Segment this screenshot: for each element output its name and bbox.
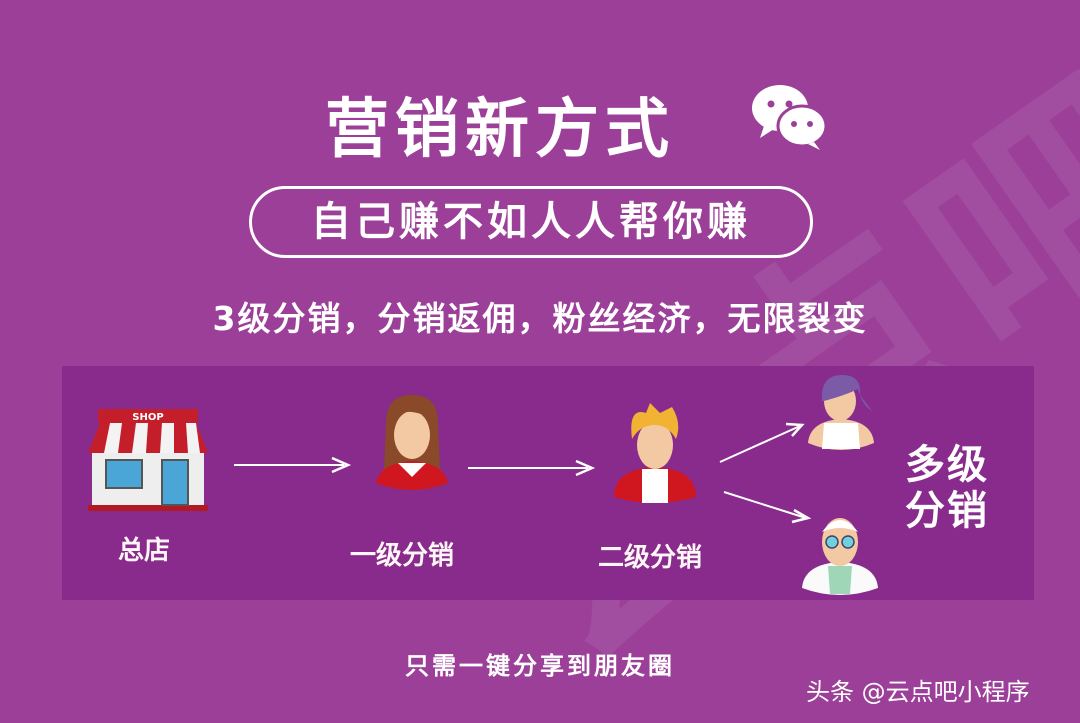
woman-avatar-icon bbox=[376, 395, 448, 490]
source-credit: 头条 @云点吧小程序 bbox=[806, 678, 1030, 706]
multi-level-label: 多级分销 bbox=[905, 442, 989, 534]
node-label-level1: 一级分销 bbox=[350, 541, 455, 571]
node-label-head-store: 总店 bbox=[118, 536, 171, 566]
shop-sign: SHOP bbox=[132, 412, 163, 423]
page-title: 营销新方式 bbox=[325, 93, 675, 167]
purple-hair-avatar-icon bbox=[808, 375, 874, 450]
features-text: 3级分销，分销返佣，粉丝经济，无限裂变 bbox=[212, 299, 868, 338]
node-label-level2: 二级分销 bbox=[598, 543, 703, 573]
wechat-icon bbox=[752, 85, 828, 150]
arrow-icon bbox=[719, 422, 805, 463]
shop-icon: SHOP bbox=[88, 409, 208, 511]
arrow-icon bbox=[234, 456, 352, 474]
distribution-panel bbox=[62, 366, 1034, 600]
slogan-banner: 自己赚不如人人帮你赚 bbox=[249, 186, 813, 258]
arrow-icon bbox=[723, 491, 812, 524]
share-text: 只需一键分享到朋友圈 bbox=[405, 652, 675, 680]
arrow-icon bbox=[468, 459, 596, 477]
man-avatar-icon bbox=[614, 403, 696, 503]
scientist-avatar-icon bbox=[802, 518, 878, 595]
